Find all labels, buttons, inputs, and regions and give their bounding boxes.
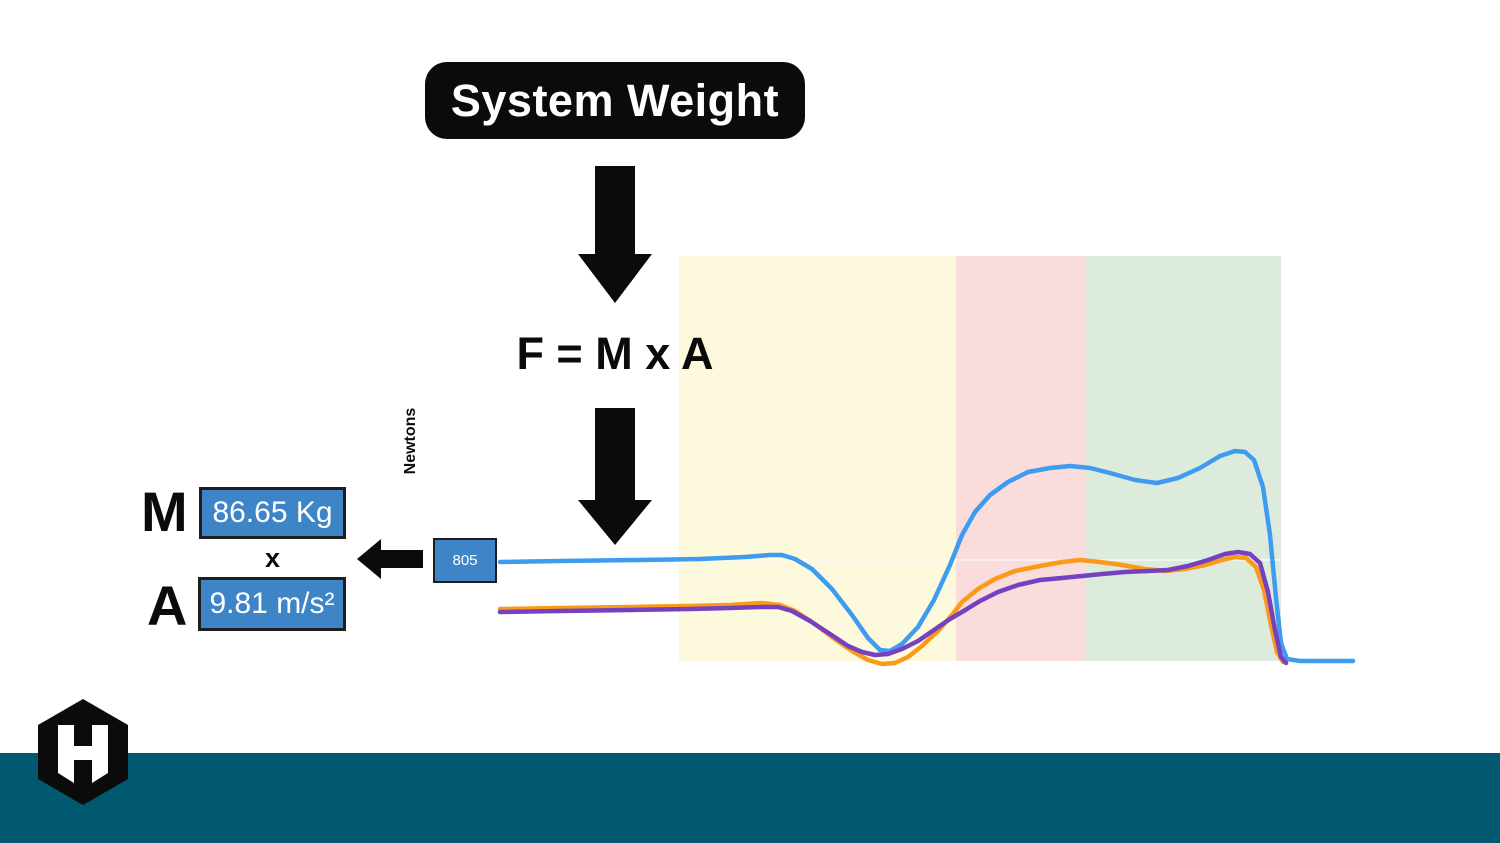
hexagon-logo-icon bbox=[38, 699, 128, 805]
force-line-series bbox=[497, 448, 1356, 667]
footer-bar bbox=[0, 753, 1500, 843]
system-weight-badge: System Weight bbox=[425, 62, 805, 139]
mass-letter: M bbox=[141, 480, 188, 543]
result-value-box: 805 bbox=[433, 538, 497, 583]
mass-value-box: 86.65 Kg bbox=[199, 487, 346, 539]
result-value: 805 bbox=[452, 552, 478, 569]
multiply-operator: x bbox=[264, 543, 281, 573]
acceleration-value: 9.81 m/s² bbox=[209, 587, 335, 620]
pink-phase bbox=[956, 256, 1086, 661]
mass-value: 86.65 Kg bbox=[212, 496, 333, 529]
left-arrow-icon bbox=[357, 539, 423, 579]
purple-force-line bbox=[497, 549, 1289, 666]
acceleration-letter: A bbox=[147, 574, 188, 637]
down-arrow-icon bbox=[578, 408, 652, 545]
blue-total-force-line bbox=[497, 448, 1356, 664]
system-weight-label: System Weight bbox=[450, 74, 780, 126]
yellow-phase bbox=[679, 256, 956, 661]
acceleration-value-box: 9.81 m/s² bbox=[198, 577, 346, 631]
down-arrow-icon bbox=[578, 166, 652, 303]
reference-gridline-805 bbox=[679, 559, 1281, 561]
green-phase bbox=[1086, 256, 1281, 661]
formula-text: F = M x A bbox=[516, 328, 714, 379]
